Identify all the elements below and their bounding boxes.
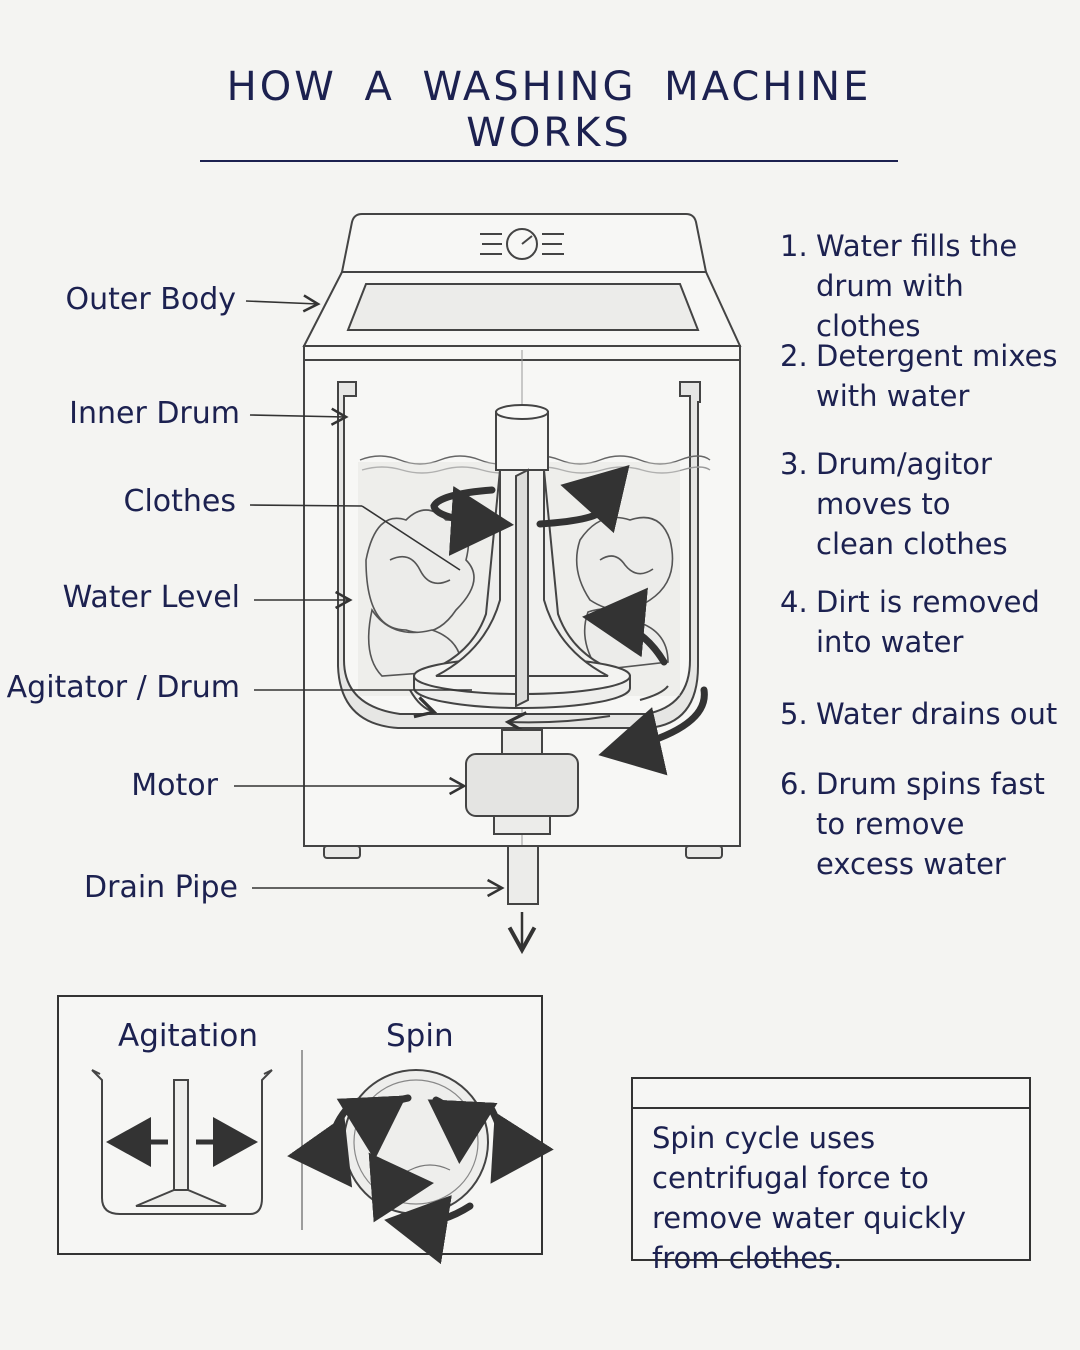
leader-lines bbox=[234, 294, 505, 898]
step-text: Drum spins fast to remove excess water bbox=[816, 767, 1045, 881]
label-water-level: Water Level bbox=[62, 580, 240, 615]
step-2: 2.Detergent mixes with water bbox=[780, 336, 1076, 416]
spin-cycle-note: Spin cycle uses centrifugal force to rem… bbox=[652, 1121, 966, 1275]
note-box bbox=[631, 1077, 1031, 1261]
label-motor: Motor bbox=[131, 768, 218, 803]
step-number: 4. bbox=[780, 585, 808, 619]
lid bbox=[302, 271, 742, 347]
flow-arrows bbox=[409, 685, 669, 735]
step-1: 1.Water fills the drum with clothes bbox=[780, 226, 1076, 346]
step-5: 5.Water drains out bbox=[780, 694, 1076, 734]
step-number: 3. bbox=[780, 447, 808, 481]
step-text: Water fills the drum with clothes bbox=[816, 229, 1018, 343]
agitator bbox=[413, 404, 631, 709]
step-6: 6.Drum spins fast to remove excess water bbox=[780, 764, 1056, 884]
control-panel bbox=[340, 213, 708, 273]
step-number: 2. bbox=[780, 339, 808, 373]
inner-drum bbox=[337, 381, 701, 729]
agitation-illustration bbox=[91, 1069, 273, 1215]
rotation-arrows bbox=[430, 464, 708, 776]
label-outer-body: Outer Body bbox=[65, 282, 236, 317]
inset-title-spin: Spin bbox=[386, 1018, 454, 1054]
page-title: HOW A WASHING MACHINE WORKS bbox=[200, 64, 898, 162]
step-text: Water drains out bbox=[816, 697, 1058, 731]
drain-pipe bbox=[507, 845, 539, 955]
spin-illustration bbox=[287, 1069, 554, 1265]
label-inner-drum: Inner Drum bbox=[69, 396, 240, 431]
step-number: 6. bbox=[780, 767, 808, 801]
step-4: 4.Dirt is removed into water bbox=[780, 582, 1076, 662]
step-text: Detergent mixes with water bbox=[816, 339, 1058, 413]
motor bbox=[465, 729, 579, 835]
label-agitator-drum: Agitator / Drum bbox=[6, 670, 240, 705]
step-number: 1. bbox=[780, 229, 808, 263]
label-clothes: Clothes bbox=[123, 484, 237, 519]
inset-title-agitation: Agitation bbox=[118, 1018, 259, 1054]
step-text: Drum/agitor moves to clean clothes bbox=[816, 447, 1008, 561]
step-3: 3.Drum/agitor moves to clean clothes bbox=[780, 444, 1036, 564]
label-drain-pipe: Drain Pipe bbox=[84, 870, 238, 905]
step-text: Dirt is removed into water bbox=[816, 585, 1040, 659]
step-number: 5. bbox=[780, 697, 808, 731]
